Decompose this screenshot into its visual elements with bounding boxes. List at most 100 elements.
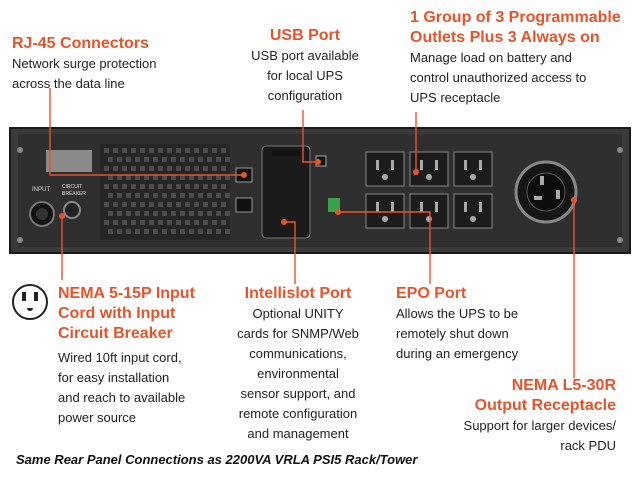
vent-hole — [180, 157, 185, 162]
vent-hole — [108, 157, 113, 162]
vent-hole — [113, 220, 118, 225]
vent-hole — [153, 175, 158, 180]
vent-hole — [117, 157, 122, 162]
vent-hole — [189, 175, 194, 180]
vent-hole — [122, 202, 127, 207]
vent-hole — [167, 148, 172, 153]
vent-hole — [135, 157, 140, 162]
vent-hole — [221, 166, 226, 171]
vent-hole — [216, 211, 221, 216]
vent-hole — [216, 175, 221, 180]
input-cord-port — [29, 201, 55, 227]
vent-hole — [149, 184, 154, 189]
vent-hole — [122, 166, 127, 171]
vent-hole — [198, 193, 203, 198]
vent-hole — [225, 175, 230, 180]
vent-hole — [189, 211, 194, 216]
vent-hole — [221, 202, 226, 207]
vent-hole — [162, 211, 167, 216]
nema-outlet — [365, 193, 405, 229]
input-label: INPUT — [32, 187, 50, 193]
vent-hole — [162, 193, 167, 198]
vent-hole — [185, 184, 190, 189]
vent-hole — [126, 175, 131, 180]
vent-hole — [158, 220, 163, 225]
vent-hole — [176, 202, 181, 207]
nema515-desc: Wired 10ft input cord, for easy installa… — [58, 350, 186, 425]
vent-hole — [171, 211, 176, 216]
vent-hole — [207, 211, 212, 216]
vent-hole — [203, 202, 208, 207]
vent-hole — [189, 229, 194, 234]
vent-hole — [113, 184, 118, 189]
vent-hole — [113, 166, 118, 171]
vent-hole — [194, 166, 199, 171]
vent-hole — [185, 202, 190, 207]
vent-hole — [203, 184, 208, 189]
vent-hole — [225, 193, 230, 198]
vent-hole — [135, 175, 140, 180]
nema515-title: NEMA 5-15P Input Cord with Input Circuit… — [58, 285, 195, 342]
vent-hole — [207, 157, 212, 162]
vent-hole — [104, 202, 109, 207]
vent-hole — [108, 229, 113, 234]
vent-hole — [176, 166, 181, 171]
vent-hole — [108, 175, 113, 180]
vent-hole — [117, 175, 122, 180]
vent-hole — [212, 184, 217, 189]
outlet-group — [365, 151, 493, 229]
vent-hole — [135, 193, 140, 198]
intellislot-title: Intellislot Port — [244, 285, 352, 302]
vent-hole — [221, 148, 226, 153]
vent-hole — [171, 193, 176, 198]
rj45-port-1 — [235, 167, 253, 183]
vent-hole — [149, 202, 154, 207]
usb-title: USB Port — [269, 27, 341, 44]
vent-hole — [131, 166, 136, 171]
vent-hole — [131, 202, 136, 207]
vent-hole — [144, 229, 149, 234]
nema-5-15p-plug-icon — [12, 284, 48, 320]
vent-hole — [207, 175, 212, 180]
ups-chassis — [9, 127, 631, 254]
vent-hole — [185, 148, 190, 153]
vent-hole — [216, 229, 221, 234]
vent-hole — [131, 220, 136, 225]
vent-hole — [135, 229, 140, 234]
vent-hole — [167, 166, 172, 171]
vent-hole — [216, 193, 221, 198]
nema-outlet — [453, 193, 493, 229]
vent-hole — [180, 175, 185, 180]
vent-hole — [153, 193, 158, 198]
rj45-port-2 — [235, 197, 253, 213]
vent-hole — [162, 175, 167, 180]
vent-hole — [113, 202, 118, 207]
vent-hole — [104, 148, 109, 153]
epo-title: EPO Port — [396, 285, 467, 302]
nema-outlet — [365, 151, 405, 187]
vent-hole — [126, 211, 131, 216]
vent-hole — [194, 220, 199, 225]
vent-hole — [158, 202, 163, 207]
rj45-desc: Network surge protection across the data… — [12, 56, 157, 91]
vent-hole — [153, 229, 158, 234]
vent-hole — [167, 202, 172, 207]
vent-hole — [180, 211, 185, 216]
vent-hole — [198, 229, 203, 234]
vent-hole — [171, 229, 176, 234]
leader-usb — [302, 110, 318, 163]
vent-hole — [140, 148, 145, 153]
vent-hole — [221, 220, 226, 225]
vent-hole — [194, 202, 199, 207]
vent-hole — [212, 202, 217, 207]
leader-intellislot — [284, 221, 296, 284]
vent-hole — [140, 202, 145, 207]
vent-hole — [149, 220, 154, 225]
footer-note: Same Rear Panel Connections as 2200VA VR… — [16, 452, 418, 467]
vent-hole — [185, 166, 190, 171]
vent-hole — [189, 157, 194, 162]
l5-30r-receptacle — [514, 160, 578, 224]
vent-hole — [171, 157, 176, 162]
vent-hole — [140, 166, 145, 171]
vent-hole — [144, 211, 149, 216]
